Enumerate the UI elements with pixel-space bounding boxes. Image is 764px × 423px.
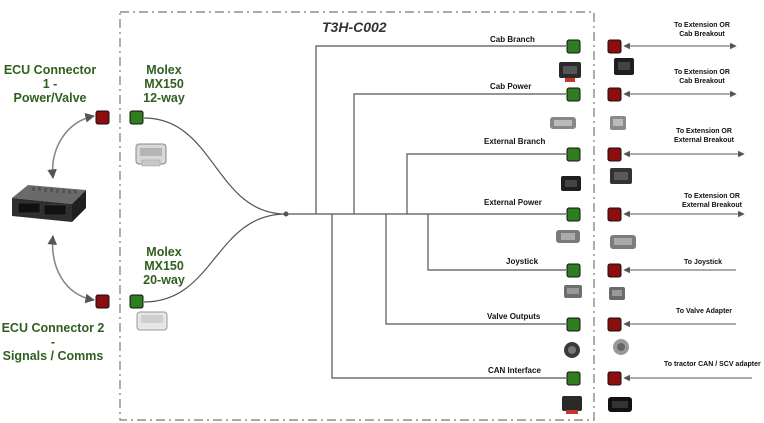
wire-valve-outputs xyxy=(385,214,566,325)
ecu-node-1[interactable] xyxy=(95,110,110,125)
external-branch-harness-connector-icon xyxy=(561,176,581,191)
dest-node-cab-power[interactable] xyxy=(607,87,622,102)
branch-label-external-power: External Power xyxy=(484,198,542,207)
destination-label-joystick: To Joystick xyxy=(684,259,722,266)
joystick-harness-connector-icon xyxy=(564,285,582,298)
destination-label-cab-branch: To Extension OR Cab Breakout xyxy=(674,22,730,38)
molex-20-node[interactable] xyxy=(129,294,144,309)
cab-power-harness-connector-icon xyxy=(550,117,576,129)
ecu-node-2[interactable] xyxy=(95,294,110,309)
destination-label-external-branch: To Extension OR External Breakout xyxy=(674,128,734,144)
destination-label-external-power: To Extension OR External Breakout xyxy=(682,193,742,209)
external-branch-destination-connector-icon xyxy=(610,168,632,184)
can-interface-harness-connector-icon xyxy=(562,396,582,414)
branch-label-valve-outputs: Valve Outputs xyxy=(487,312,541,321)
dest-node-external-power[interactable] xyxy=(607,207,622,222)
dest-node-external-branch[interactable] xyxy=(607,147,622,162)
dest-node-can-interface[interactable] xyxy=(607,371,622,386)
destination-connector-images xyxy=(608,58,636,412)
branch-label-joystick: Joystick xyxy=(506,257,539,266)
branch-label-can-interface: CAN Interface xyxy=(488,366,541,375)
valve-outputs-destination-connector-icon xyxy=(613,339,629,355)
ecu-connector-1-label: ECU Connector 1 - Power/Valve xyxy=(3,63,97,105)
joystick-destination-connector-icon xyxy=(609,287,625,300)
harness-boundary xyxy=(119,11,595,421)
node-external-branch[interactable] xyxy=(566,147,581,162)
node-valve-outputs[interactable] xyxy=(566,317,581,332)
node-cab-power[interactable] xyxy=(566,87,581,102)
can-interface-destination-connector-icon xyxy=(608,397,632,412)
node-can-interface[interactable] xyxy=(566,371,581,386)
molex-12-label: Molex MX150 12-way xyxy=(143,63,185,105)
dest-node-joystick[interactable] xyxy=(607,263,622,278)
cab-branch-harness-connector-icon xyxy=(559,62,581,82)
branch-label-external-branch: External Branch xyxy=(484,137,546,146)
molex-12-node[interactable] xyxy=(129,110,144,125)
node-joystick[interactable] xyxy=(566,263,581,278)
molex-20-cable xyxy=(143,213,287,303)
destination-label-cab-power: To Extension OR Cab Breakout xyxy=(674,69,730,85)
wire-joystick xyxy=(427,214,566,271)
dest-node-valve-outputs[interactable] xyxy=(607,317,622,332)
ecu-connector-2-label: ECU Connector 2 - Signals / Comms xyxy=(1,321,105,363)
molex-20-label: Molex MX150 20-way xyxy=(143,245,185,287)
node-cab-branch[interactable] xyxy=(566,39,581,54)
destination-label-valve-outputs: To Valve Adapter xyxy=(676,308,733,315)
ecu-module-icon xyxy=(12,185,86,222)
branch-label-cab-power: Cab Power xyxy=(490,82,532,91)
harness-title: T3H-C002 xyxy=(322,19,387,35)
molex-12-cable xyxy=(143,117,287,215)
wire-cab-branch xyxy=(315,45,566,214)
wire-cab-power xyxy=(353,93,566,214)
valve-outputs-harness-connector-icon xyxy=(564,342,580,358)
cab-branch-destination-connector-icon xyxy=(614,58,634,75)
wire-external-branch xyxy=(406,153,566,214)
branch-label-cab-branch: Cab Branch xyxy=(490,35,535,44)
external-power-harness-connector-icon xyxy=(556,230,580,243)
external-power-destination-connector-icon xyxy=(610,235,636,249)
cab-power-destination-connector-icon xyxy=(610,116,626,130)
harness-connector-images xyxy=(550,62,582,414)
ecu-arrow-upper xyxy=(47,113,95,179)
molex-20-connector-image xyxy=(136,311,168,331)
dest-node-cab-branch[interactable] xyxy=(607,39,622,54)
wire-can-interface xyxy=(331,214,566,379)
destination-label-can-interface: To tractor CAN / SCV adapter xyxy=(664,361,761,368)
molex-12-connector-image xyxy=(135,143,167,167)
node-external-power[interactable] xyxy=(566,207,581,222)
ecu-arrow-lower xyxy=(47,235,95,304)
